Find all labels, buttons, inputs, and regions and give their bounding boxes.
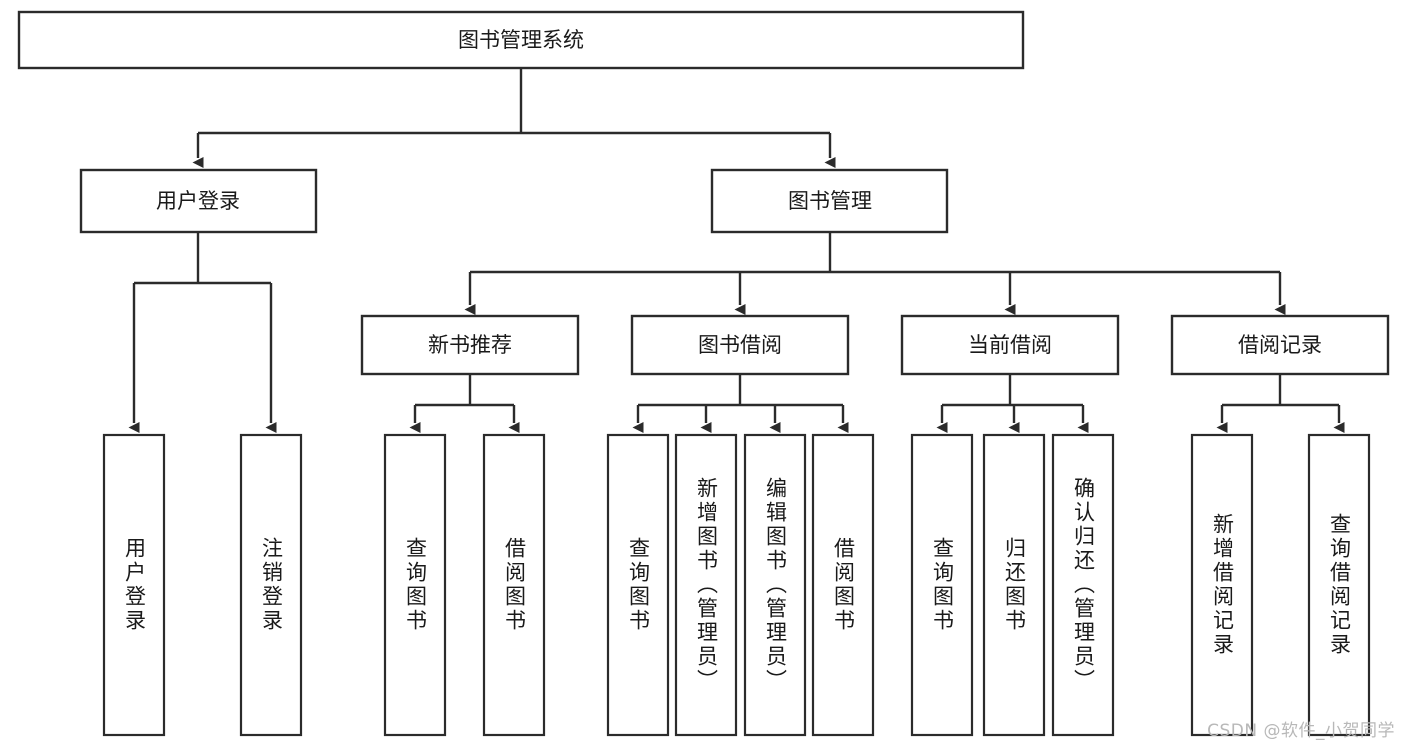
node-book-borrow[interactable]: 图书借阅	[630, 314, 850, 376]
node-root-system-label: 图书管理系统	[458, 28, 584, 52]
leaf-box-confirm-return[interactable]	[1051, 433, 1115, 737]
leaf-box-add-book-admin[interactable]	[674, 433, 738, 737]
node-current-borrow[interactable]: 当前借阅	[900, 314, 1120, 376]
node-book-management-label: 图书管理	[788, 189, 872, 213]
leaf-box-layer	[102, 433, 1371, 737]
leaf-box-query-book-3[interactable]	[910, 433, 974, 737]
leaf-box-query-book-2[interactable]	[606, 433, 670, 737]
leaf-box-borrow-book-2[interactable]	[811, 433, 875, 737]
node-new-book-recommend-label: 新书推荐	[428, 333, 512, 357]
leaf-box-logout[interactable]	[239, 433, 303, 737]
connector-layer	[128, 68, 1345, 433]
leaf-box-borrow-book-1[interactable]	[482, 433, 546, 737]
node-root-system[interactable]: 图书管理系统	[17, 10, 1025, 70]
node-book-borrow-label: 图书借阅	[698, 333, 782, 357]
leaf-box-user-login[interactable]	[102, 433, 166, 737]
node-current-borrow-label: 当前借阅	[968, 333, 1052, 357]
watermark: CSDN @软件_小贺同学	[1207, 721, 1395, 741]
node-borrow-record[interactable]: 借阅记录	[1170, 314, 1390, 376]
leaf-box-add-record[interactable]	[1190, 433, 1254, 737]
node-user-login[interactable]: 用户登录	[79, 168, 318, 234]
leaf-box-query-book-1[interactable]	[383, 433, 447, 737]
leaf-box-return-book[interactable]	[982, 433, 1046, 737]
leaf-box-query-record[interactable]	[1307, 433, 1371, 737]
leaf-box-edit-book-admin[interactable]	[743, 433, 807, 737]
node-user-login-label: 用户登录	[156, 189, 240, 213]
node-book-management[interactable]: 图书管理	[710, 168, 949, 234]
node-borrow-record-label: 借阅记录	[1238, 333, 1322, 357]
node-new-book-recommend[interactable]: 新书推荐	[360, 314, 580, 376]
